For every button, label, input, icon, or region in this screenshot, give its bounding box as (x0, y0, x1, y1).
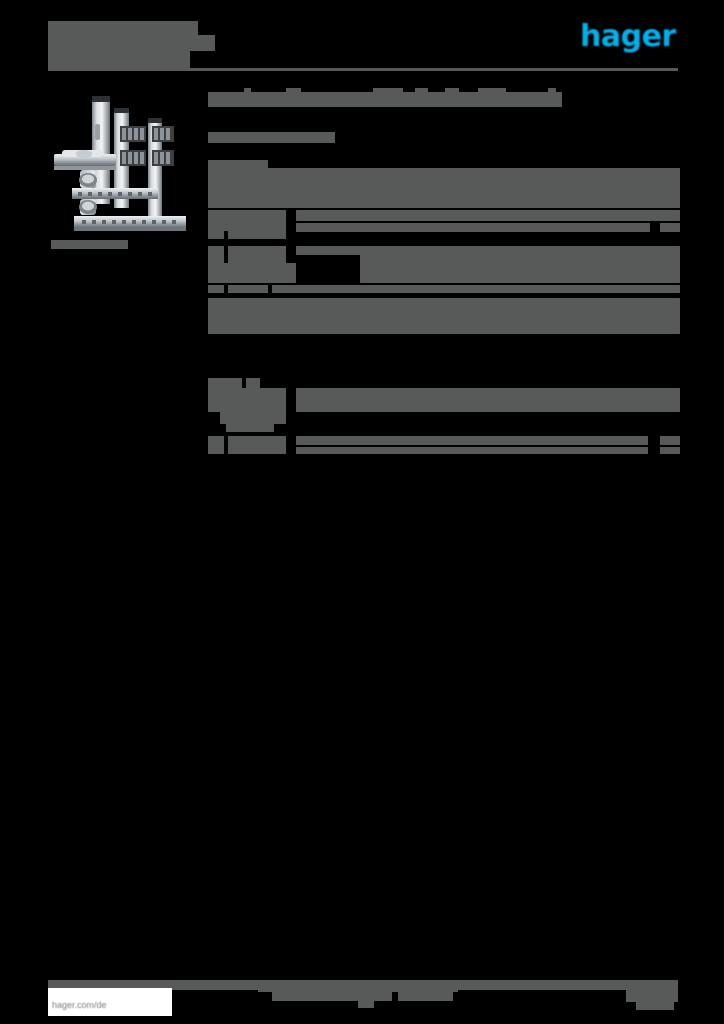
page-title-cap-6 (478, 88, 506, 93)
table-cell-value (246, 378, 260, 388)
footer-right-line-1 (598, 980, 678, 990)
table-cell-value (228, 231, 286, 239)
product-caption (51, 240, 128, 249)
page-title-cap-1 (244, 88, 251, 93)
table-row (208, 434, 680, 464)
page-title-cap-2 (286, 88, 301, 93)
table-cell-value (296, 447, 648, 454)
table-cell-value (360, 255, 680, 263)
page-subtitle-text (208, 132, 335, 143)
table-cell-label (208, 378, 242, 388)
table-cell-value (660, 447, 680, 454)
page-footer: hager.com/de (48, 980, 678, 1018)
table-cell-label (208, 210, 286, 221)
table-cell-value (208, 388, 286, 412)
product-figure (48, 88, 193, 258)
page-subtitle (208, 132, 680, 144)
table-row (208, 378, 680, 434)
table-cell-value (660, 223, 680, 232)
table-cell-value (208, 231, 224, 239)
table-cell-value (228, 445, 286, 454)
header-divider (48, 68, 678, 71)
table-row (208, 298, 680, 334)
table-cell-value (272, 285, 680, 293)
table-cell-value (228, 255, 286, 263)
table-cell-label (208, 436, 224, 445)
table-cell-label (208, 160, 268, 168)
table-cell-value (228, 436, 286, 445)
table-cell-value (208, 445, 224, 454)
table-cell-label (208, 246, 224, 255)
table-cell-value (228, 246, 286, 255)
page-title-text (208, 92, 562, 107)
table-row (208, 208, 680, 246)
table-cell-value (296, 436, 648, 445)
footer-url-box[interactable]: hager.com/de (48, 988, 172, 1016)
document-title-line-1 (48, 21, 198, 35)
table-cell-label (208, 298, 680, 334)
page-title-cap-7 (548, 88, 556, 93)
table-row (208, 160, 680, 208)
document-title-line-2 (48, 35, 215, 51)
document-title (48, 21, 215, 68)
table-cell-value (296, 223, 650, 232)
page-title-cap-5 (445, 88, 459, 93)
hager-logo: hager (580, 19, 676, 54)
table-cell-value (296, 210, 680, 221)
table-cell-value (208, 168, 680, 208)
footer-center-text (258, 984, 488, 1010)
page-title-cap-3 (373, 88, 403, 93)
footer-right-block (598, 980, 678, 1012)
footer-center-line-2 (272, 992, 392, 1001)
page-title-cap-4 (415, 88, 428, 93)
spec-table-secondary (208, 378, 680, 464)
footer-center-line-1 (258, 984, 458, 992)
page-title (208, 88, 680, 112)
table-cell-value (296, 388, 680, 412)
document-title-line-3 (48, 51, 190, 68)
spec-table-primary (208, 160, 680, 334)
table-cell-value (208, 221, 286, 231)
table-cell-value (660, 436, 680, 445)
footer-page-number (358, 1001, 374, 1008)
footer-right-line-2 (626, 990, 678, 1002)
product-photo (48, 88, 193, 236)
page-header: hager (48, 16, 678, 68)
table-cell-value (228, 285, 268, 293)
table-cell-value (296, 246, 680, 255)
table-cell-value (208, 285, 224, 293)
footer-right-line-3 (636, 1002, 674, 1010)
table-cell-value (208, 255, 224, 263)
footer-center-line-3 (398, 992, 453, 1001)
table-cell-value (208, 263, 296, 283)
table-row (208, 246, 680, 298)
main-content (208, 88, 680, 464)
footer-url-link[interactable]: hager.com/de (52, 1000, 107, 1010)
table-cell-value (220, 412, 286, 424)
table-cell-value (226, 424, 274, 432)
table-cell-value (360, 263, 680, 283)
